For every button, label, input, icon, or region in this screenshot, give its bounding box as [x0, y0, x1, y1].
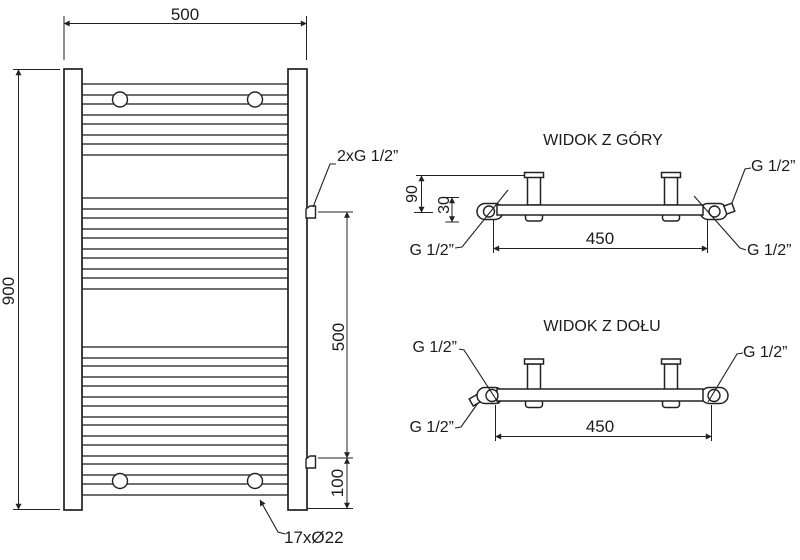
dim-height-900: 900 [0, 69, 60, 510]
conn-label-top-left: G 1/2” [413, 339, 457, 356]
tubes-label: 17xØ22 [284, 528, 344, 547]
connections-label: 2xG 1/2” [337, 148, 398, 165]
callout-tubes: 17xØ22 [259, 499, 344, 547]
valve-stub-bottom [305, 455, 317, 469]
dim-span-top-label: 450 [586, 229, 614, 248]
bottom-view: WIDOK Z DOŁU 450 G 1/2” G 1/2” [410, 318, 788, 441]
dim-height-label: 900 [0, 277, 18, 305]
bottom-view-title: WIDOK Z DOŁU [543, 318, 660, 335]
conn-label-top-right: G 1/2” [751, 158, 795, 175]
conn-label-bottom-left: G 1/2” [410, 242, 454, 259]
top-view-left-connection [482, 205, 496, 218]
right-collector-column [287, 68, 308, 511]
top-view-connection-callouts: G 1/2” G 1/2” G 1/2” [410, 158, 796, 259]
top-view-right-stub [722, 202, 736, 216]
dim-depth-90: 90 [404, 175, 525, 213]
front-view: 500 900 500 100 2xG 1/2” 17xØ22 [0, 5, 398, 547]
dim-offset-label: 30 [436, 196, 453, 214]
valve-stub-top [305, 205, 317, 219]
dim-offset-30: 30 [436, 196, 459, 223]
dim-width-label: 500 [171, 5, 199, 24]
conn-label-bottom-right: G 1/2” [747, 242, 791, 259]
dim-conn-spacing-label: 500 [329, 323, 348, 351]
bottom-view-right-connection [707, 388, 721, 403]
dim-connection-spacing: 500 100 [307, 211, 353, 509]
tube-group [81, 83, 289, 496]
dim-depth-label: 90 [404, 185, 421, 203]
top-view-title: WIDOK Z GÓRY [543, 130, 663, 149]
bottom-view-connection-callouts: G 1/2” G 1/2” G 1/2” [410, 339, 788, 436]
conn-label-top-right: G 1/2” [743, 344, 787, 361]
dim-width-500: 500 [63, 5, 307, 60]
callout-connections: 2xG 1/2” [312, 148, 398, 208]
conn-label-bottom-left: G 1/2” [410, 419, 454, 436]
bottom-view-collector-bar [496, 388, 704, 402]
top-view-right-connection [708, 205, 721, 218]
dim-bottom-offset-label: 100 [328, 469, 347, 497]
mounting-bracket-circles [111, 91, 264, 490]
top-view: WIDOK Z GÓRY 90 30 [404, 130, 795, 259]
dim-span-bottom-label: 450 [586, 417, 614, 436]
dim-span-top: 450 [493, 219, 708, 253]
top-view-brackets [523, 171, 682, 222]
top-view-collector-bar [496, 204, 704, 216]
left-collector-column [63, 68, 83, 511]
dim-span-bottom: 450 [495, 405, 712, 441]
